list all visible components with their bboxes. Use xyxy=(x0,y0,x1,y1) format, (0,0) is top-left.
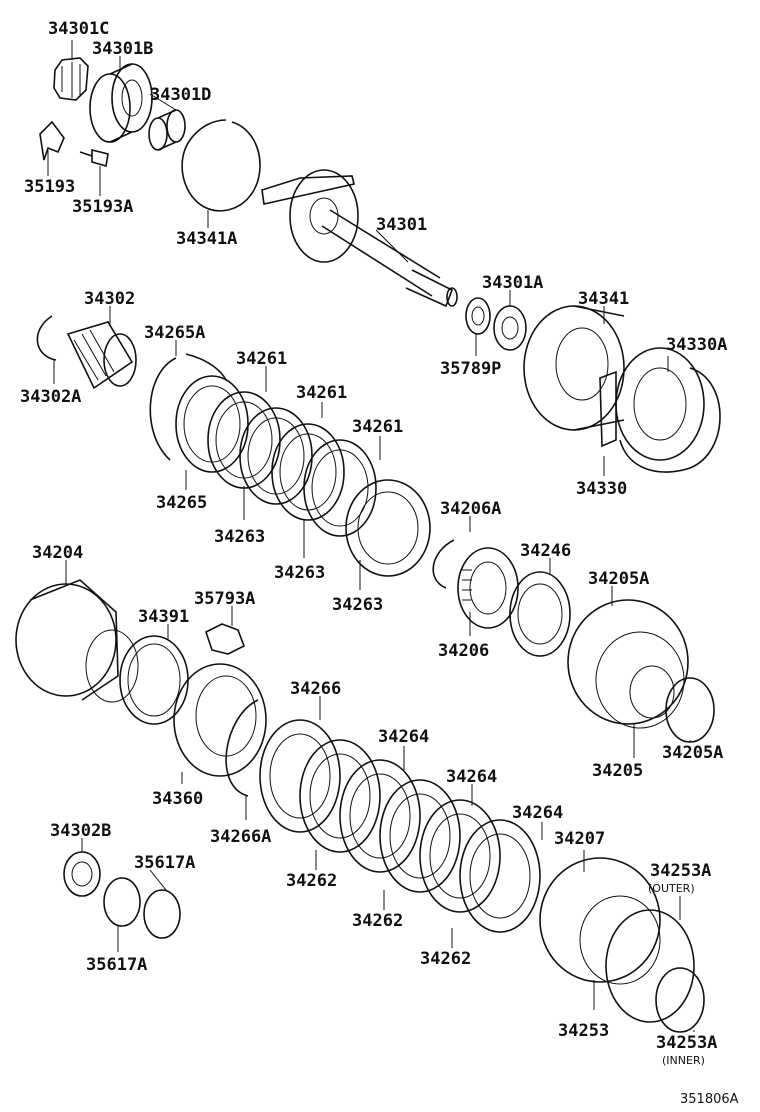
part-35789P-washer xyxy=(465,297,491,335)
label-34246: 34246 xyxy=(520,541,571,561)
label-34263-b: 34263 xyxy=(274,563,325,583)
label-34266: 34266 xyxy=(290,679,341,699)
part-34253-piston xyxy=(539,857,661,985)
part-34302B-bearing xyxy=(63,851,101,897)
label-34302A: 34302A xyxy=(20,387,81,407)
part-labels: 34301C 34301B 34301D 35193 35193A 34341A… xyxy=(20,19,739,1107)
part-35793A-clip xyxy=(205,623,246,655)
part-34301A-bearing xyxy=(493,305,527,351)
label-34265: 34265 xyxy=(156,493,207,513)
part-34301-shaft xyxy=(261,169,458,308)
label-35193A: 35193A xyxy=(72,197,133,217)
label-34261-b: 34261 xyxy=(296,383,347,403)
part-34301D-bushing xyxy=(148,109,186,151)
label-34265A: 34265A xyxy=(144,323,205,343)
part-34302-sun-gear xyxy=(66,321,137,390)
label-34360: 34360 xyxy=(152,789,203,809)
part-34205-piston xyxy=(567,599,689,729)
label-34330: 34330 xyxy=(576,479,627,499)
label-34263-a: 34263 xyxy=(214,527,265,547)
label-34204: 34204 xyxy=(32,543,83,563)
clutch-pack-lower xyxy=(299,739,541,933)
part-34301C-bushing xyxy=(53,57,89,101)
label-34264-a: 34264 xyxy=(378,727,429,747)
label-34205A-1: 34205A xyxy=(588,569,649,589)
label-34341: 34341 xyxy=(578,289,629,309)
part-34330A-snapring xyxy=(619,367,721,473)
reference-number: 351806A xyxy=(680,1092,739,1107)
part-35617A-rings xyxy=(103,877,181,939)
label-34264-c: 34264 xyxy=(512,803,563,823)
label-35617A-1: 35617A xyxy=(134,853,195,873)
part-34391-snapring xyxy=(119,635,189,725)
label-34301A: 34301A xyxy=(482,273,543,293)
part-34266A-snapring xyxy=(225,699,259,797)
label-35789P: 35789P xyxy=(440,359,501,379)
label-34207: 34207 xyxy=(554,829,605,849)
label-35193: 35193 xyxy=(24,177,75,197)
label-34302B: 34302B xyxy=(50,821,111,841)
part-34253A-orings xyxy=(605,909,705,1033)
label-34262-b: 34262 xyxy=(352,911,403,931)
part-34341A-snapring xyxy=(181,119,261,212)
label-34301D: 34301D xyxy=(150,85,211,105)
part-34302A-snapring xyxy=(36,315,57,361)
label-34341A: 34341A xyxy=(176,229,237,249)
part-34341-drum xyxy=(523,305,625,431)
part-34206A-snapring xyxy=(432,539,455,589)
part-34205A-orings xyxy=(665,677,715,743)
label-34263-c: 34263 xyxy=(332,595,383,615)
part-34301B-bearing xyxy=(89,63,153,143)
part-34360-hub xyxy=(173,663,267,777)
label-34205A-2: 34205A xyxy=(662,743,723,763)
part-34246-race xyxy=(509,571,571,657)
label-35793A: 35793A xyxy=(194,589,255,609)
label-34253A-outer: 34253A xyxy=(650,861,711,881)
label-34261-c: 34261 xyxy=(352,417,403,437)
label-34261-a: 34261 xyxy=(236,349,287,369)
part-34266-plate xyxy=(259,719,341,833)
label-34262-a: 34262 xyxy=(286,871,337,891)
label-34330A: 34330A xyxy=(666,335,727,355)
label-35617A-2: 35617A xyxy=(86,955,147,975)
label-34253: 34253 xyxy=(558,1021,609,1041)
label-34262-c: 34262 xyxy=(420,949,471,969)
label-34206A: 34206A xyxy=(440,499,501,519)
label-34301: 34301 xyxy=(376,215,427,235)
part-35193-plate xyxy=(39,120,65,161)
label-outer: (OUTER) xyxy=(648,882,695,895)
part-34265A-snapring xyxy=(149,353,227,461)
label-34206: 34206 xyxy=(438,641,489,661)
label-34301B: 34301B xyxy=(92,39,153,59)
label-34302: 34302 xyxy=(84,289,135,309)
label-inner: (INNER) xyxy=(662,1054,705,1067)
label-34391: 34391 xyxy=(138,607,189,627)
label-34264-b: 34264 xyxy=(446,767,497,787)
part-35193A-bolt xyxy=(79,148,109,168)
label-34301C: 34301C xyxy=(48,19,109,39)
part-34330-clutch-hub xyxy=(599,347,705,461)
label-34205: 34205 xyxy=(592,761,643,781)
part-34206-sprag xyxy=(457,547,519,629)
label-34266A: 34266A xyxy=(210,827,271,847)
leader-lines xyxy=(47,40,695,1032)
label-34253A-inner: 34253A xyxy=(656,1033,717,1053)
